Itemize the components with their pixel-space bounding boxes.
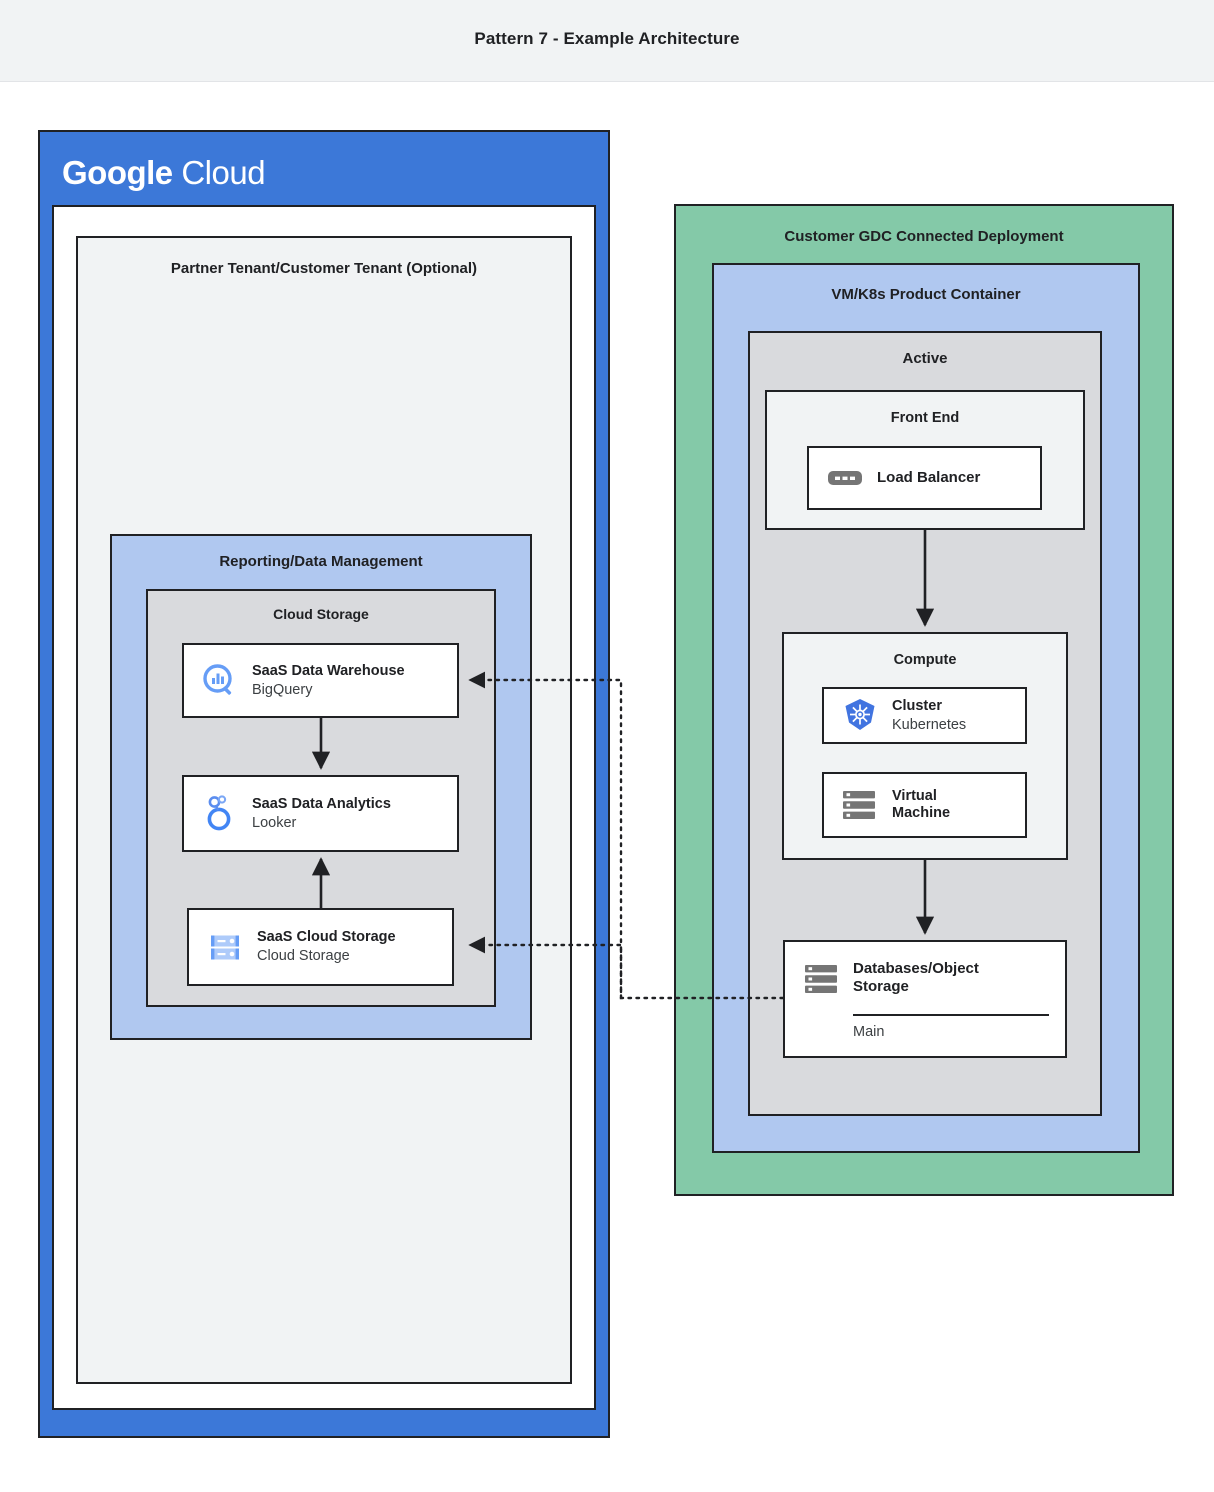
service-card-text: SaaS Data Warehouse BigQuery: [252, 662, 405, 699]
kubernetes-icon: [838, 694, 882, 738]
service-card-text: SaaS Data Analytics Looker: [252, 795, 391, 832]
service-name-line2: Machine: [892, 805, 951, 821]
service-product: Looker: [252, 814, 297, 831]
service-name: SaaS Cloud Storage: [257, 929, 396, 946]
database-card-row: Databases/Object Storage: [785, 956, 979, 1002]
service-card-text: Cluster Kubernetes: [892, 697, 966, 734]
partner-tenant-title: Partner Tenant/Customer Tenant (Optional…: [170, 260, 478, 277]
vm-k8s-product-container-title: VM/K8s Product Container: [831, 286, 1021, 303]
service-card-text: Virtual Machine: [892, 788, 950, 822]
looker-icon: [198, 792, 242, 836]
database-divider: [853, 1014, 1049, 1016]
service-name: SaaS Data Warehouse: [252, 662, 405, 679]
page-title: Pattern 7 - Example Architecture: [474, 29, 740, 48]
service-name-line1: Virtual: [892, 787, 937, 804]
database-sublabel: Main: [853, 1024, 885, 1040]
service-card-saas-data-warehouse[interactable]: SaaS Data Warehouse BigQuery: [182, 643, 459, 718]
cloud-storage-icon: [203, 925, 247, 969]
google-cloud-logo: Google Cloud: [62, 154, 266, 192]
bigquery-icon: [198, 659, 242, 703]
service-product: Cloud Storage: [257, 948, 350, 964]
front-end-title: Front End: [890, 410, 960, 426]
service-card-load-balancer[interactable]: Load Balancer: [807, 446, 1042, 510]
database-card-text: Databases/Object Storage: [853, 956, 979, 996]
active-title: Active: [902, 350, 948, 367]
service-card-saas-cloud-storage[interactable]: SaaS Cloud Storage Cloud Storage: [187, 908, 454, 986]
database-icon: [799, 956, 845, 1002]
service-product: BigQuery: [252, 681, 313, 698]
service-card-saas-data-analytics[interactable]: SaaS Data Analytics Looker: [182, 775, 459, 852]
database-name-line2: Storage: [853, 978, 909, 995]
service-card-virtual-machine[interactable]: Virtual Machine: [822, 772, 1027, 838]
service-name: SaaS Data Analytics: [252, 795, 391, 812]
load-balancer-icon: [823, 456, 867, 500]
service-card-databases-object-storage[interactable]: Databases/Object Storage Main: [783, 940, 1067, 1058]
header-bar: [0, 0, 1214, 82]
service-name: Load Balancer: [877, 469, 981, 487]
database-name-line1: Databases/Object: [853, 960, 979, 977]
google-cloud-logo-google: Google: [62, 154, 173, 191]
reporting-data-management-title: Reporting/Data Management: [219, 553, 423, 570]
service-product: Kubernetes: [892, 716, 967, 733]
customer-gdc-title: Customer GDC Connected Deployment: [784, 228, 1064, 245]
service-name: Cluster: [892, 697, 942, 714]
service-card-text: SaaS Cloud Storage Cloud Storage: [257, 928, 396, 965]
google-cloud-logo-cloud: Cloud: [181, 154, 266, 191]
cloud-storage-group-title: Cloud Storage: [273, 606, 369, 622]
service-card-cluster[interactable]: Cluster Kubernetes: [822, 687, 1027, 744]
compute-title: Compute: [893, 652, 957, 668]
virtual-machine-icon: [838, 783, 882, 827]
